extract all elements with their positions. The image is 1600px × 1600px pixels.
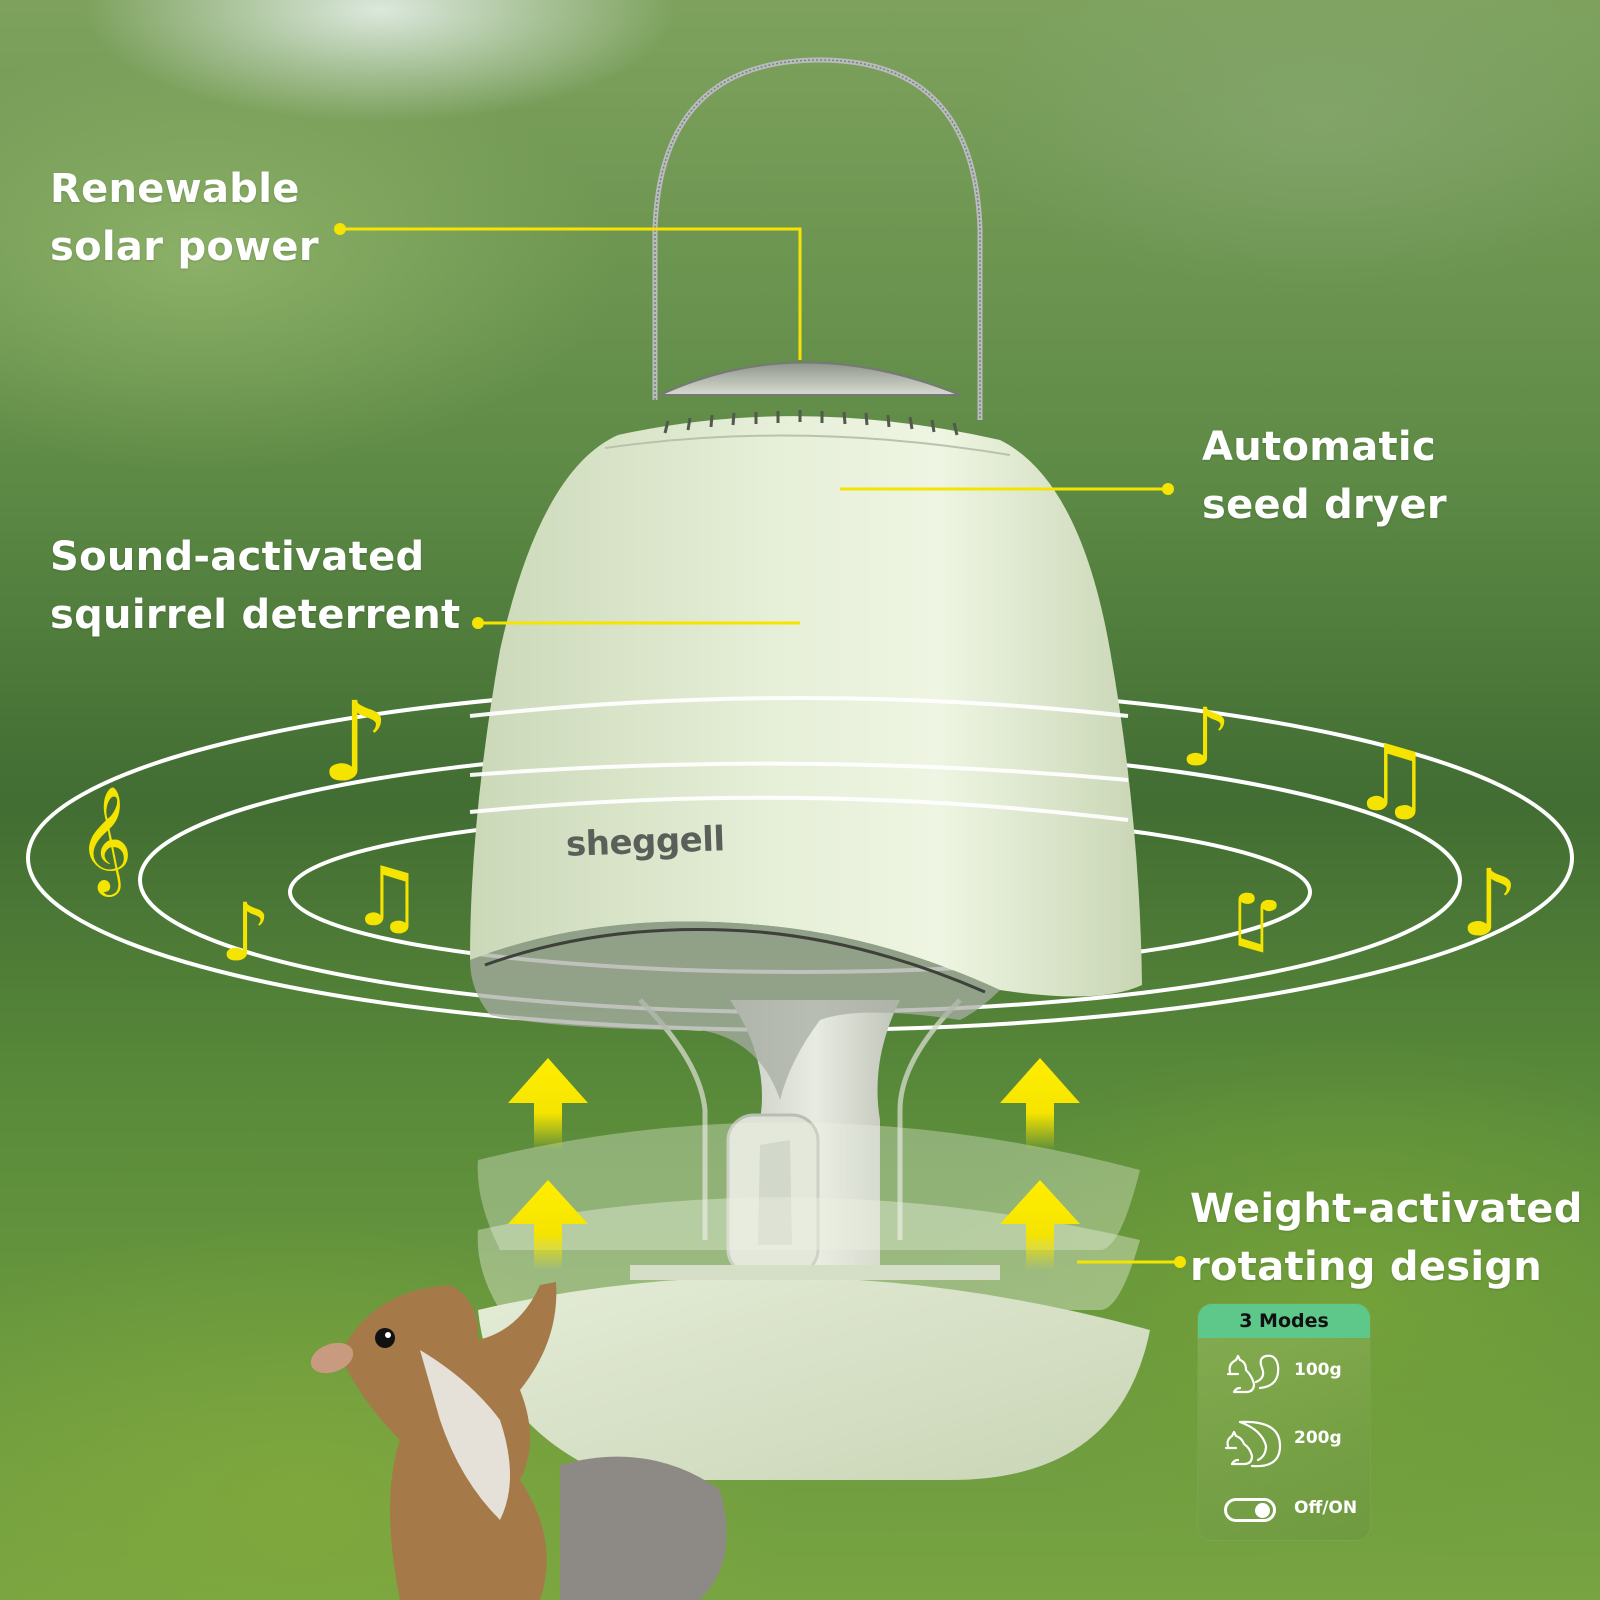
- music-note-icons: 𝄞 ♪ ♪ ♫ ♪ ♫ ♪ ♫: [78, 678, 1519, 979]
- callout-seed-dryer: Automatic seed dryer: [1202, 418, 1447, 534]
- callout-rotating-design: Weight-activated rotating design: [1190, 1180, 1583, 1296]
- modes-panel-title: 3 Modes: [1198, 1304, 1370, 1338]
- beamed-notes-icon: ♫: [1350, 725, 1432, 832]
- mode-value-100g: 100g: [1294, 1360, 1342, 1380]
- eighth-note-icon: ♪: [1180, 691, 1231, 784]
- mode-value-toggle: Off/ON: [1294, 1498, 1358, 1518]
- mode-value-200g: 200g: [1294, 1428, 1342, 1448]
- callout-sound-line2: squirrel deterrent: [50, 592, 461, 638]
- callout-lines: [340, 227, 1180, 1264]
- vent-slots: [663, 410, 959, 436]
- eighth-note-icon: ♪: [320, 678, 390, 806]
- small-squirrel-icon: [1226, 1354, 1280, 1394]
- callout-solar-line2: solar power: [50, 224, 319, 270]
- mode-row-200g: 200g: [1198, 1412, 1370, 1468]
- squirrel-image: [310, 1282, 727, 1600]
- treble-clef-icon: 𝄞: [78, 785, 132, 897]
- callout-solar-power: Renewable solar power: [50, 160, 319, 276]
- modes-panel: 3 Modes 100g 200g: [1198, 1304, 1370, 1540]
- callout-squirrel-deterrent: Sound-activated squirrel deterrent: [50, 528, 460, 644]
- beamed-notes-icon: ♫: [350, 850, 424, 945]
- callout-weight-line2: rotating design: [1190, 1244, 1543, 1290]
- up-arrow-icons: [508, 1058, 1080, 1270]
- callout-dryer-line2: seed dryer: [1202, 482, 1447, 528]
- mode-row-100g: 100g: [1198, 1344, 1370, 1400]
- callout-sound-line1: Sound-activated: [50, 534, 425, 580]
- callout-dryer-line1: Automatic: [1202, 424, 1436, 470]
- toggle-switch-icon: [1224, 1498, 1276, 1522]
- eighth-note-icon: ♪: [1460, 850, 1519, 957]
- callout-solar-line1: Renewable: [50, 166, 300, 212]
- mode-row-toggle: Off/ON: [1198, 1480, 1370, 1536]
- eighth-note-icon: ♪: [220, 886, 271, 979]
- brand-logo: sheggell: [565, 819, 726, 865]
- callout-weight-line1: Weight-activated: [1190, 1186, 1583, 1232]
- beamed-notes-icon: ♫: [1225, 883, 1290, 967]
- large-squirrel-icon: [1224, 1420, 1282, 1468]
